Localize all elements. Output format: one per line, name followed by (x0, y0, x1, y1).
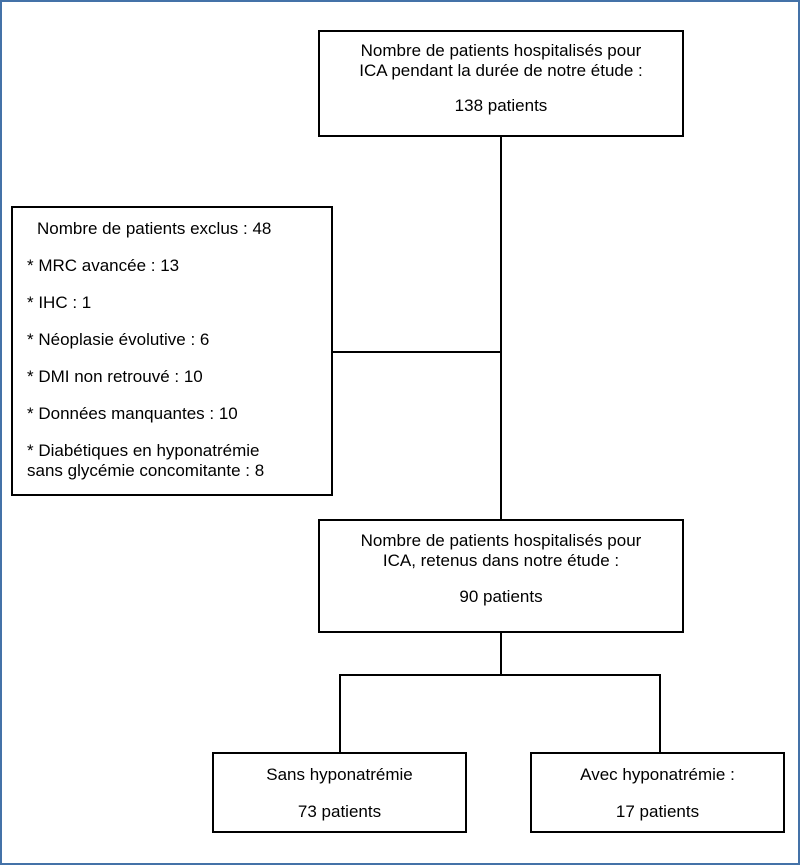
connector-retained-to-split (500, 633, 502, 675)
with-hyponatremia-count: 17 patients (615, 802, 700, 821)
connector-split-right (659, 674, 661, 752)
retained-line-2: ICA, retenus dans notre étude : (382, 551, 620, 570)
without-hyponatremia-box: Sans hyponatrémie 73 patients (212, 752, 467, 833)
total-count: 138 patients (454, 96, 548, 115)
excluded-item-last-line-2: sans glycémie concomitante : 8 (27, 461, 265, 480)
retained-patients-box: Nombre de patients hospitalisés pour ICA… (318, 519, 684, 633)
retained-count: 90 patients (459, 587, 543, 606)
connector-split-left (339, 674, 341, 752)
excluded-item: * DMI non retrouvé : 10 (27, 367, 203, 386)
retained-line-1: Nombre de patients hospitalisés pour (360, 531, 642, 550)
total-line-1: Nombre de patients hospitalisés pour (360, 41, 642, 60)
excluded-patients-box: Nombre de patients exclus : 48 * MRC ava… (11, 206, 333, 496)
with-hyponatremia-box: Avec hyponatrémie : 17 patients (530, 752, 785, 833)
total-line-2: ICA pendant la durée de notre étude : (359, 61, 643, 80)
connector-total-to-retained (500, 137, 502, 519)
without-hyponatremia-label: Sans hyponatrémie (266, 765, 413, 784)
total-patients-box: Nombre de patients hospitalisés pour ICA… (318, 30, 684, 137)
connector-exclusion-branch (333, 351, 502, 353)
excluded-item: * Données manquantes : 10 (27, 404, 238, 423)
connector-split-horizontal (339, 674, 661, 676)
excluded-item: * Néoplasie évolutive : 6 (27, 330, 210, 349)
excluded-item: * MRC avancée : 13 (27, 256, 180, 275)
with-hyponatremia-label: Avec hyponatrémie : (580, 765, 735, 784)
excluded-title: Nombre de patients exclus : 48 (37, 219, 272, 238)
excluded-item: * IHC : 1 (27, 293, 92, 312)
excluded-item-last-line-1: * Diabétiques en hyponatrémie (27, 441, 260, 460)
without-hyponatremia-count: 73 patients (297, 802, 382, 821)
